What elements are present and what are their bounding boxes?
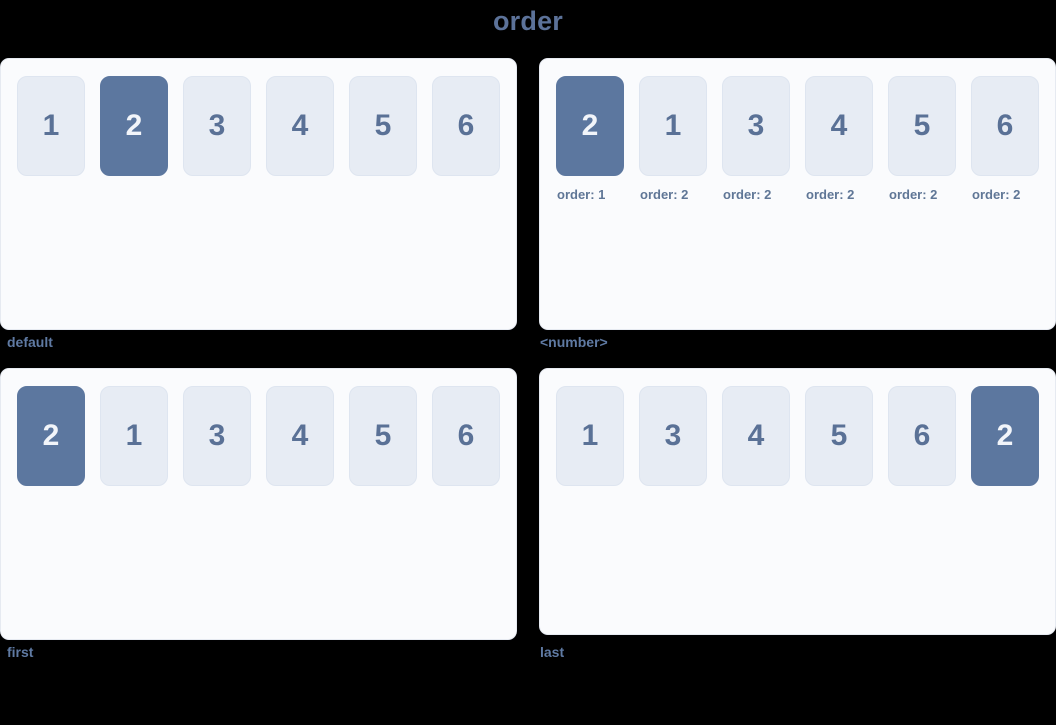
item-wrap: 1: [17, 76, 85, 176]
flex-item[interactable]: 6: [432, 76, 500, 176]
item-wrap: 3: [639, 386, 707, 486]
panel-caption-default: default: [7, 334, 53, 350]
order-note: order: 1: [557, 187, 606, 202]
item-wrap: 1 order: 2: [639, 76, 707, 203]
flex-item[interactable]: 5: [805, 386, 873, 486]
flex-item-active[interactable]: 2: [971, 386, 1039, 486]
flex-item[interactable]: 1: [17, 76, 85, 176]
flex-item-active[interactable]: 2: [556, 76, 624, 176]
item-wrap: 3 order: 2: [722, 76, 790, 203]
item-wrap: 4: [266, 386, 334, 486]
flex-item[interactable]: 4: [266, 76, 334, 176]
item-wrap: 5: [349, 76, 417, 176]
demo-cell-default: 1 2 3 4 5 6: [0, 58, 517, 350]
panel-caption-number: <number>: [540, 334, 608, 350]
flex-item[interactable]: 6: [888, 386, 956, 486]
item-wrap: 5 order: 2: [888, 76, 956, 203]
flex-item[interactable]: 3: [183, 386, 251, 486]
item-wrap: 1: [556, 386, 624, 486]
item-wrap: 6: [432, 76, 500, 176]
item-wrap: 3: [183, 76, 251, 176]
items-row-default: 1 2 3 4 5 6: [17, 76, 500, 176]
flex-item[interactable]: 3: [639, 386, 707, 486]
flex-item[interactable]: 5: [888, 76, 956, 176]
item-wrap: 5: [349, 386, 417, 486]
item-wrap: 3: [183, 386, 251, 486]
flex-item-active[interactable]: 2: [100, 76, 168, 176]
item-wrap: 4 order: 2: [805, 76, 873, 203]
flex-item[interactable]: 6: [432, 386, 500, 486]
demo-cell-last: 1 3 4 5 6 2: [539, 368, 1056, 660]
item-wrap: 4: [266, 76, 334, 176]
flex-container-default: 1 2 3 4 5 6: [0, 58, 517, 330]
flex-item[interactable]: 4: [722, 386, 790, 486]
items-row-number: 2 order: 1 1 order: 2 3 order: 2 4 order…: [556, 76, 1039, 203]
item-wrap: 6 order: 2: [971, 76, 1039, 203]
item-wrap: 2: [100, 76, 168, 176]
flex-item[interactable]: 4: [805, 76, 873, 176]
item-wrap: 6: [888, 386, 956, 486]
demo-cell-number: 2 order: 1 1 order: 2 3 order: 2 4 order…: [539, 58, 1056, 350]
flex-item[interactable]: 1: [100, 386, 168, 486]
page-title: order: [492, 6, 564, 36]
flex-container-number: 2 order: 1 1 order: 2 3 order: 2 4 order…: [539, 58, 1056, 330]
order-note: order: 2: [889, 187, 938, 202]
flex-item[interactable]: 4: [266, 386, 334, 486]
items-row-last: 1 3 4 5 6 2: [556, 386, 1039, 486]
flex-item[interactable]: 3: [183, 76, 251, 176]
flex-container-first: 2 1 3 4 5 6: [0, 368, 517, 640]
items-row-first: 2 1 3 4 5 6: [17, 386, 500, 486]
flex-item[interactable]: 3: [722, 76, 790, 176]
item-wrap: 5: [805, 386, 873, 486]
order-note: order: 2: [640, 187, 689, 202]
item-wrap: 2 order: 1: [556, 76, 624, 203]
flex-item[interactable]: 6: [971, 76, 1039, 176]
flex-item-active[interactable]: 2: [17, 386, 85, 486]
item-wrap: 2: [971, 386, 1039, 486]
item-wrap: 4: [722, 386, 790, 486]
panel-caption-first: first: [7, 644, 34, 660]
flex-item[interactable]: 1: [556, 386, 624, 486]
order-note: order: 2: [723, 187, 772, 202]
demo-cell-first: 2 1 3 4 5 6: [0, 368, 517, 660]
flex-item[interactable]: 5: [349, 386, 417, 486]
item-wrap: 6: [432, 386, 500, 486]
order-note: order: 2: [806, 187, 855, 202]
demo-grid: 1 2 3 4 5 6: [0, 58, 1056, 678]
panel-caption-last: last: [540, 644, 565, 660]
flex-container-last: 1 3 4 5 6 2: [539, 368, 1056, 635]
item-wrap: 2: [17, 386, 85, 486]
order-note: order: 2: [972, 187, 1021, 202]
flex-item[interactable]: 1: [639, 76, 707, 176]
flex-item[interactable]: 5: [349, 76, 417, 176]
item-wrap: 1: [100, 386, 168, 486]
